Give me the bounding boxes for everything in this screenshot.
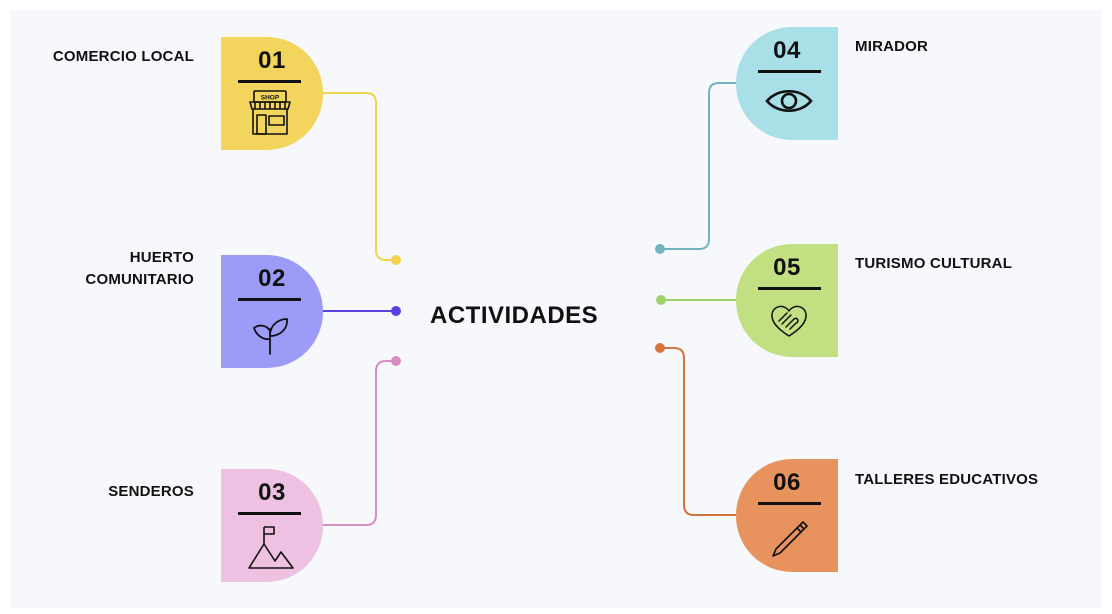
card-number: 04 (773, 37, 801, 64)
shop-icon: SHOP (249, 90, 291, 135)
activity-card-03: 03 (221, 469, 323, 582)
activity-card-04: 04 (736, 27, 838, 140)
shop-sign-text: SHOP (261, 95, 280, 102)
divider (238, 298, 301, 301)
pencil-icon (772, 521, 808, 557)
diagram-canvas (10, 10, 1102, 608)
label-05: TURISMO CULTURAL (855, 255, 1013, 272)
connector-dot-03 (391, 356, 401, 366)
divider (758, 502, 821, 505)
label-03: SENDEROS (108, 483, 194, 500)
card-number: 06 (773, 469, 801, 496)
card-number: 01 (258, 47, 286, 74)
divider (238, 512, 301, 515)
activity-card-05: 05 (736, 244, 838, 357)
connector-03 (322, 360, 396, 526)
label-06: TALLERES EDUCATIVOS (855, 471, 1039, 488)
heart-hand-icon (771, 305, 807, 337)
mountain-flag-icon (248, 526, 294, 569)
card-number: 02 (258, 265, 286, 292)
activity-card-06: 06 (736, 459, 838, 572)
card-number: 05 (773, 254, 801, 281)
connector-dot-02 (391, 306, 401, 316)
divider (238, 80, 301, 83)
connector-04 (660, 82, 737, 250)
label-02: HUERTO COMUNITARIO (85, 249, 194, 288)
center-title: ACTIVIDADES (430, 302, 599, 329)
activity-card-02: 02 (221, 255, 323, 368)
label-01: COMERCIO LOCAL (52, 48, 194, 65)
eye-icon (765, 89, 813, 113)
label-04: MIRADOR (855, 38, 929, 55)
sprout-icon (253, 318, 288, 355)
connector-dot-06 (655, 343, 665, 353)
activity-card-01: 01 SHOP (221, 37, 323, 150)
connector-dot-05 (656, 295, 666, 305)
connector-01 (322, 92, 396, 261)
connector-dot-04 (655, 244, 665, 254)
divider (758, 70, 821, 73)
divider (758, 287, 821, 290)
card-number: 03 (258, 479, 286, 506)
connector-06 (660, 347, 737, 516)
connector-dot-01 (391, 255, 401, 265)
